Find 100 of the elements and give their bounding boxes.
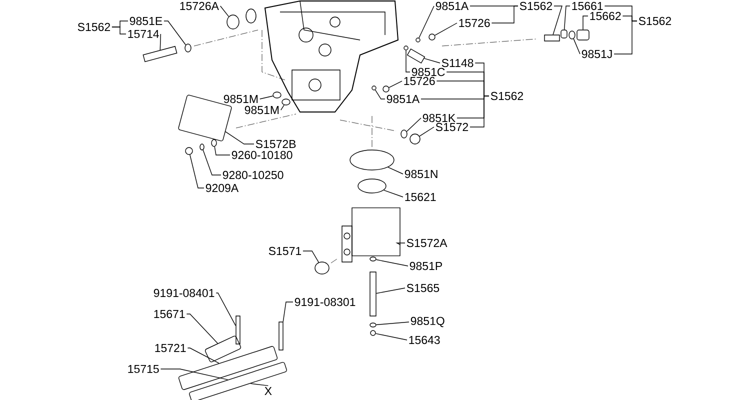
part-number: S1562 xyxy=(520,2,552,10)
part-number: 9851K xyxy=(422,114,456,122)
leader-line xyxy=(302,250,320,263)
part-number: S1571 xyxy=(268,246,302,256)
bracket-line xyxy=(112,26,126,34)
leader-line xyxy=(225,131,254,144)
leader-line xyxy=(582,16,588,30)
leader-line xyxy=(418,6,434,38)
part-number: 15726 xyxy=(459,18,490,28)
part-number: 9851P xyxy=(410,262,442,270)
leader-line xyxy=(375,333,408,340)
ring xyxy=(272,92,282,98)
plate xyxy=(204,336,242,362)
ring xyxy=(200,144,204,150)
bracket-line xyxy=(614,20,638,54)
part-number: 15714 xyxy=(128,30,159,38)
leader-line xyxy=(220,6,230,17)
leader-line xyxy=(388,80,402,88)
leader-line xyxy=(216,292,236,326)
ring xyxy=(382,86,390,92)
leader-line xyxy=(419,126,434,136)
leader-line xyxy=(424,58,440,64)
part-number: S1572A xyxy=(406,238,448,248)
part-number: 15721 xyxy=(155,344,186,352)
leader-line xyxy=(564,6,570,30)
filter-case xyxy=(352,207,400,256)
leader-line xyxy=(187,348,220,364)
leader-line xyxy=(202,150,222,176)
part-number: 15715 xyxy=(128,365,159,374)
ring xyxy=(372,86,376,90)
part-number: 9191-08401 xyxy=(154,288,214,298)
leader-line xyxy=(406,50,410,72)
plate xyxy=(189,362,287,400)
ring xyxy=(370,256,376,262)
bracket-line xyxy=(470,96,490,128)
ring xyxy=(416,38,420,42)
leader-line xyxy=(374,90,386,100)
part-number: 9209A xyxy=(206,184,239,192)
part-number: 15621 xyxy=(405,192,436,202)
ring xyxy=(370,322,376,328)
part-number: 9851J xyxy=(582,50,612,58)
bolt xyxy=(236,316,240,344)
ring xyxy=(370,330,376,336)
leader-line xyxy=(280,104,284,110)
plate xyxy=(576,30,590,40)
part-number: S1565 xyxy=(406,284,440,292)
part-number: 9851Q xyxy=(410,316,444,328)
ring xyxy=(350,150,394,170)
leader-line xyxy=(406,118,422,132)
part-number: 9851N xyxy=(404,170,438,178)
ring xyxy=(226,14,240,30)
plate xyxy=(560,30,568,38)
leader-line xyxy=(376,322,410,326)
leader-line xyxy=(282,302,294,322)
bolt xyxy=(544,34,560,42)
part-number: S1562 xyxy=(638,16,672,26)
leader-line xyxy=(376,259,408,266)
ring xyxy=(358,178,386,194)
part-number: 9851E xyxy=(130,16,162,26)
ring xyxy=(185,147,193,155)
part-number: 15661 xyxy=(572,2,603,10)
ring xyxy=(568,30,576,40)
part-number: 9851M xyxy=(244,106,279,114)
ring xyxy=(211,139,217,147)
ring xyxy=(404,46,408,50)
part-number: 9851M xyxy=(224,94,258,104)
leader-line xyxy=(434,22,458,36)
part-number: 9260-10180 xyxy=(232,150,292,160)
part-number: S1148 xyxy=(442,58,474,68)
leader-line xyxy=(164,20,186,46)
leader-line xyxy=(160,34,162,50)
ring xyxy=(400,130,408,138)
ring xyxy=(428,34,436,40)
ring xyxy=(314,262,330,274)
leader-line xyxy=(214,146,230,156)
part-number: S1572B xyxy=(256,140,296,148)
leader-line xyxy=(190,154,204,188)
part-number: 15671 xyxy=(154,310,185,318)
leader-line xyxy=(160,368,228,380)
part-number: 15726 xyxy=(404,76,435,86)
leader-line xyxy=(383,190,404,198)
leader-line xyxy=(260,96,274,100)
ring xyxy=(282,98,290,106)
bolt xyxy=(278,322,284,350)
part-number: 9280-10250 xyxy=(222,170,284,180)
leader-line xyxy=(186,314,218,344)
part-number: S1572 xyxy=(436,122,468,132)
part-number: 9191-08301 xyxy=(294,298,356,306)
part-number: 15643 xyxy=(409,336,440,344)
part-number: 9851A xyxy=(436,2,469,10)
part-number: X xyxy=(264,387,272,395)
leader-line xyxy=(388,166,404,174)
leader-line xyxy=(376,288,406,294)
part-number: S1562 xyxy=(78,22,110,32)
bolt xyxy=(370,272,376,316)
ring xyxy=(410,134,420,144)
ring xyxy=(184,44,192,52)
leader-line xyxy=(396,242,406,246)
bracket-line xyxy=(491,6,518,24)
part-number: S1562 xyxy=(490,92,524,100)
